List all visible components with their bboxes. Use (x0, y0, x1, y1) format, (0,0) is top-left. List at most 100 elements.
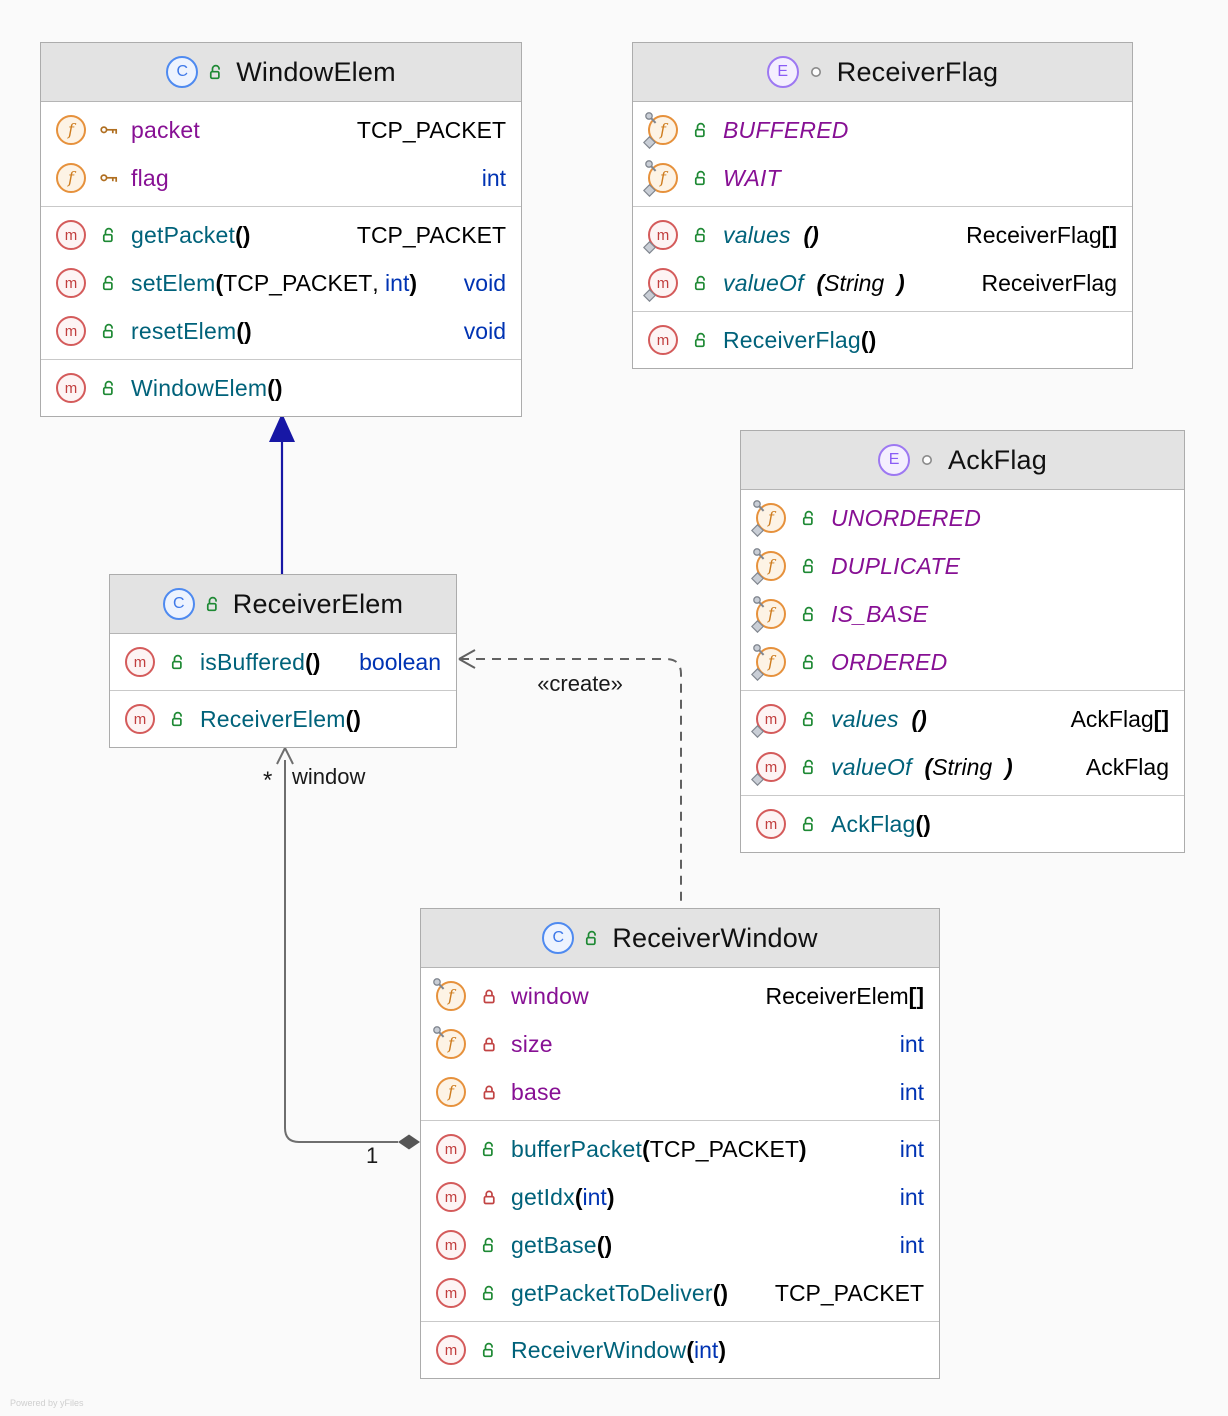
method-icon: m (648, 325, 678, 355)
return-type: ReceiverFlag (968, 270, 1118, 297)
method-icon: m (436, 1230, 466, 1260)
member-name: getPacket (131, 221, 236, 248)
method-icon-letter: m (444, 1236, 458, 1254)
member-params: ( (574, 1183, 583, 1210)
method-icon-letter: m (764, 710, 778, 728)
field-icon-letter: f (448, 985, 454, 1005)
return-type-part: boolean (359, 648, 441, 675)
return-type: int (886, 1136, 924, 1163)
return-type: TCP_PACKET (761, 1280, 924, 1307)
static-diamond-icon (642, 240, 657, 255)
public-open-lock-icon (479, 1237, 499, 1253)
static-diamond-icon (750, 619, 765, 634)
default-visibility-circle-icon (921, 454, 937, 466)
field-icon: f (433, 1026, 466, 1059)
public-open-lock-icon (691, 170, 711, 186)
field-icon: f (436, 1077, 466, 1107)
method-icon: m (642, 220, 678, 255)
enum-icon: E (878, 444, 911, 476)
aggregation-edge (276, 747, 420, 1150)
member-name: WAIT (723, 164, 781, 191)
method-icon-letter: m (764, 815, 778, 833)
class-icon: C (166, 56, 199, 88)
static-diamond-icon (750, 772, 765, 787)
member-name: AckFlag (831, 810, 916, 837)
final-pin-icon (752, 499, 767, 514)
return-type: AckFlag (1072, 754, 1169, 781)
field-icon-letter: f (768, 651, 774, 671)
method-icon-letter: m (656, 274, 670, 292)
method-icon: m (750, 704, 786, 739)
member-params: String (932, 753, 1005, 780)
public-open-lock-icon (168, 654, 188, 670)
member-params: () (305, 648, 321, 675)
member-params: ) (897, 269, 905, 296)
member-name: getIdx (511, 1183, 575, 1210)
field-icon: f (642, 160, 678, 198)
public-open-lock-icon (799, 654, 819, 670)
member-row-WAIT[interactable]: f WAIT (633, 154, 1132, 202)
final-pin-icon (644, 159, 659, 174)
method-icon-letter: m (656, 331, 670, 349)
private-closed-lock-icon (479, 1036, 499, 1052)
field-icon: f (56, 115, 86, 145)
member-params: , (372, 269, 386, 296)
method-icon: m (125, 647, 155, 677)
public-open-lock-icon (691, 122, 711, 138)
public-open-lock-icon (99, 323, 119, 339)
return-type: int (886, 1184, 924, 1211)
member-name: DUPLICATE (831, 552, 961, 579)
enum-icon: E (766, 56, 799, 88)
member-name: valueOf (723, 269, 804, 296)
return-type-part: ReceiverFlag (966, 221, 1102, 248)
return-type-part: TCP_PACKET (356, 116, 506, 143)
return-type: ReceiverElem[] (752, 983, 924, 1010)
return-type: int (468, 165, 506, 192)
member-name: getPacketToDeliver (511, 1279, 713, 1306)
return-type-part: TCP_PACKET (356, 221, 506, 248)
static-diamond-icon (750, 571, 765, 586)
member-name: resetElem (131, 317, 237, 344)
class-icon: C (162, 588, 195, 620)
return-type: int (886, 1031, 924, 1058)
member-params: ( (686, 1336, 695, 1363)
